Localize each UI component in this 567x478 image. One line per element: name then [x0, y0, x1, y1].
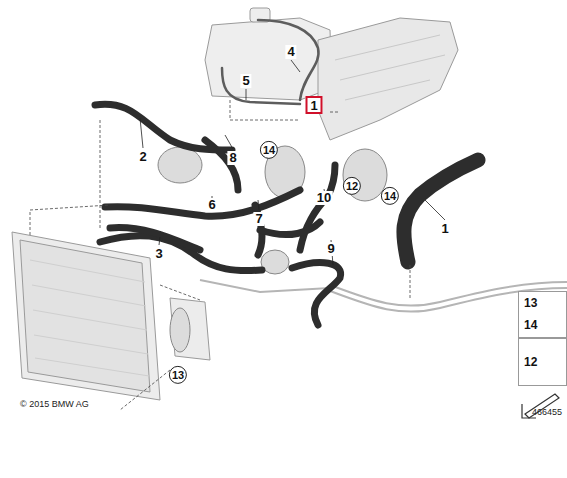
callout-number: 1 — [310, 99, 317, 112]
callout-number: 1 — [439, 222, 450, 236]
callout-number: 7 — [253, 212, 264, 226]
callout-number: 9 — [325, 242, 336, 256]
legend-panel: 12 — [518, 338, 567, 386]
callout-number: 4 — [285, 45, 296, 59]
callout-number: 8 — [227, 151, 238, 165]
highlighted-callout: 1 — [306, 96, 323, 114]
callout-number: 12 — [346, 180, 358, 193]
callout-number: 13 — [172, 369, 184, 382]
footnote-text: © 2015 BMW AG — [18, 397, 91, 411]
legend-panel: 13 14 — [518, 291, 567, 338]
callout-circle: 14 — [381, 187, 399, 205]
callout-number: 13 — [524, 297, 537, 310]
callout-number: 5 — [240, 74, 251, 88]
callout-number: 14 — [263, 144, 275, 157]
callout-number: 14 — [384, 190, 396, 203]
callout-circle: 13 — [169, 366, 187, 384]
callout-number: 10 — [315, 191, 333, 205]
footnote-text: 466455 — [530, 405, 564, 419]
callout-number: 2 — [137, 150, 148, 164]
callout-number: 6 — [206, 198, 217, 212]
callout-number: 12 — [524, 356, 537, 369]
callout-number: 3 — [153, 247, 164, 261]
callout-number: 14 — [524, 319, 537, 332]
